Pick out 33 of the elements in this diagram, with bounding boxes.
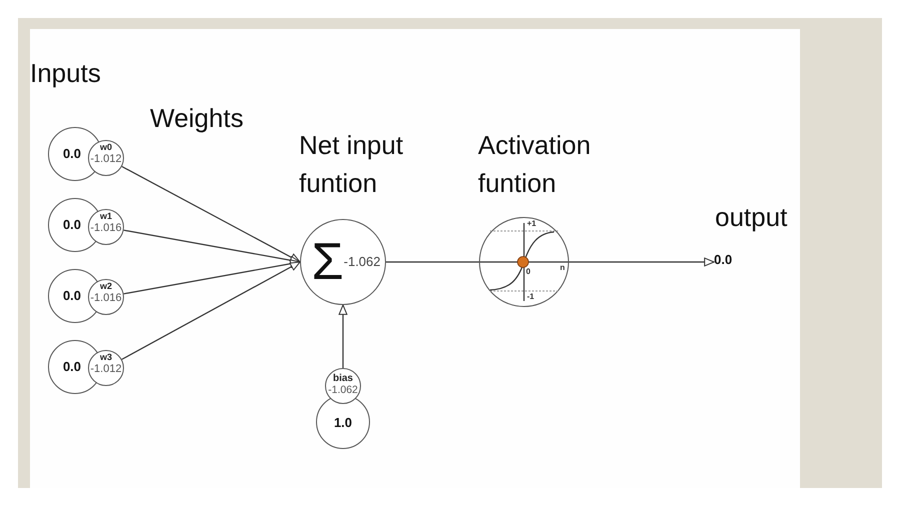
node-heading: Net input funtion — [299, 129, 404, 200]
connector-arrow — [122, 166, 300, 263]
section-heading: Inputs — [30, 57, 101, 90]
weight-value: -1.016 — [90, 292, 122, 305]
axis-label: +1 — [527, 220, 536, 229]
weight-value: -1.012 — [90, 363, 122, 376]
weight-value: -1.012 — [90, 153, 122, 166]
weight-name: w0 — [100, 143, 112, 154]
bias-weight-value: -1.062 — [328, 384, 358, 397]
axis-label: -1 — [527, 293, 534, 302]
input-value: 0.0 — [62, 288, 82, 304]
connector-arrow — [124, 259, 300, 294]
output-value: 0.0 — [714, 253, 740, 271]
connector-arrow — [338, 304, 348, 368]
connector-arrow — [122, 261, 300, 360]
net-input-value: -1.062 — [344, 254, 381, 270]
weight-name: w1 — [100, 212, 112, 222]
weight-value: -1.016 — [90, 222, 122, 235]
bias-name: bias — [332, 373, 353, 384]
axis-label: n — [560, 264, 565, 273]
bias-input-value: 1.0 — [334, 416, 352, 430]
weight-name: w3 — [100, 353, 112, 364]
sigma-symbol: Σ — [311, 240, 344, 284]
node-heading: Activation funtion — [478, 129, 592, 200]
node-heading: output — [715, 201, 788, 234]
input-value: 0.0 — [62, 146, 82, 162]
connector-arrow — [569, 258, 714, 266]
connector-line — [386, 261, 479, 263]
input-value: 0.0 — [62, 360, 82, 374]
axis-label: 0 — [526, 268, 530, 277]
weight-name: w2 — [100, 282, 112, 292]
input-value: 0.0 — [62, 218, 82, 232]
section-heading: Weights — [150, 102, 244, 135]
